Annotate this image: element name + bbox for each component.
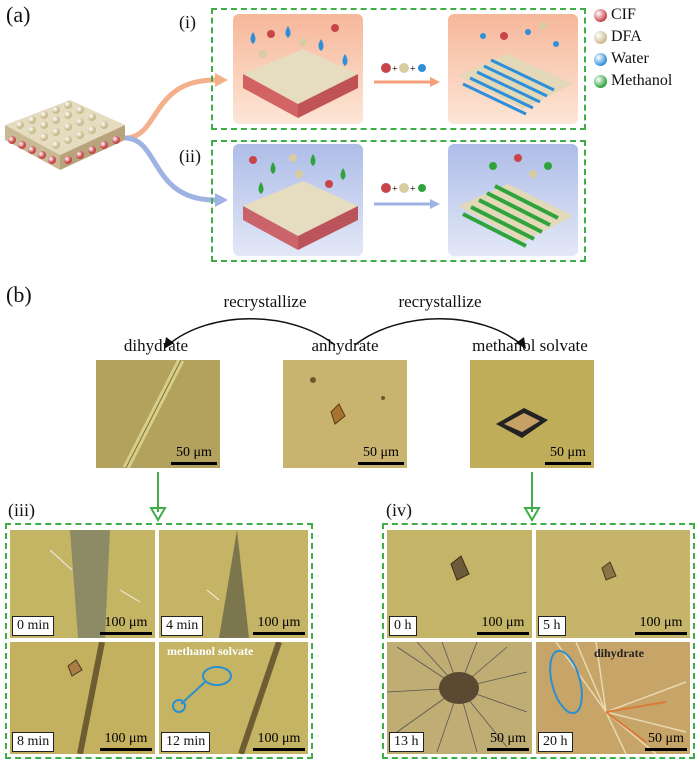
dfa-icon [594,30,607,44]
series-iv-label: (iv) [386,500,412,520]
route-i-dissolving-panel [233,14,363,124]
legend-methanol: Methanol [594,72,672,90]
recrystallize-left-label: recrystallize [223,292,307,311]
route-ii-reaction-arrow: + + [374,183,440,209]
route-i-dihydrate-panel [448,14,578,124]
svg-text:+: + [392,184,398,195]
water-icon [594,52,607,66]
series-iii-8min: 8 min 100 μm [10,642,155,754]
route-ii-solvate-panel [448,144,578,256]
dihydrate-micrograph: 50 μm [96,360,220,468]
series-iii-0min: 0 min 100 μm [10,530,155,638]
series-iv-box [382,523,695,759]
methanol-solvate-micrograph: 50 μm [470,360,594,468]
dihydrate-scale-bar: 50 μm [171,445,217,465]
svg-text:+: + [410,64,416,75]
anhydrate-title: anhydrate [311,336,379,355]
route-ii-dissolving-panel [233,144,363,256]
svg-text:+: + [410,184,416,195]
cif-icon [594,8,607,22]
methanol-solvate-title: methanol solvate [472,336,588,355]
anhydrate-scale-bar: 50 μm [358,445,404,465]
recrystallize-right-label: recrystallize [398,292,482,311]
panel-a-label: (a) [6,2,31,27]
route-i-label: (i) [179,12,196,32]
svg-text:+: + [392,64,398,75]
dihydrate-annotation: dihydrate [594,646,645,660]
dihydrate-down-arrow [149,472,167,522]
solvate-down-arrow [523,472,541,522]
methanol-icon [594,74,607,88]
methanol-solvate-scale-bar: 50 μm [545,445,591,465]
starting-crystal-illustration [5,100,125,170]
dihydrate-title: dihydrate [123,336,189,355]
series-iii-label: (iii) [8,500,35,520]
recrystallize-arrows [164,318,526,349]
legend-cif: CIF [594,6,636,24]
panel-b-label: (b) [6,282,32,307]
route-ii-box [211,140,586,262]
series-iv-0h: 0 h 100 μm [387,530,532,638]
series-iii-box [5,523,313,759]
legend-water: Water [594,50,649,68]
series-iv-20h: dihydrate 20 h 50 μm [536,642,690,754]
series-iv-13h: 13 h 50 μm [387,642,532,754]
route-ii-label: (ii) [179,146,201,166]
route-i-box [211,8,586,130]
route-i-reaction-arrow: + + [374,63,440,87]
legend-dfa: DFA [594,28,642,46]
series-iii-4min: 4 min 100 μm [159,530,308,638]
series-iii-12min: methanol solvate 12 min 100 μm [159,642,308,754]
anhydrate-micrograph: 50 μm [283,360,407,468]
branch-arrows [124,73,228,207]
series-iv-5h: 5 h 100 μm [536,530,690,638]
methanol-solvate-annotation: methanol solvate [167,644,254,658]
